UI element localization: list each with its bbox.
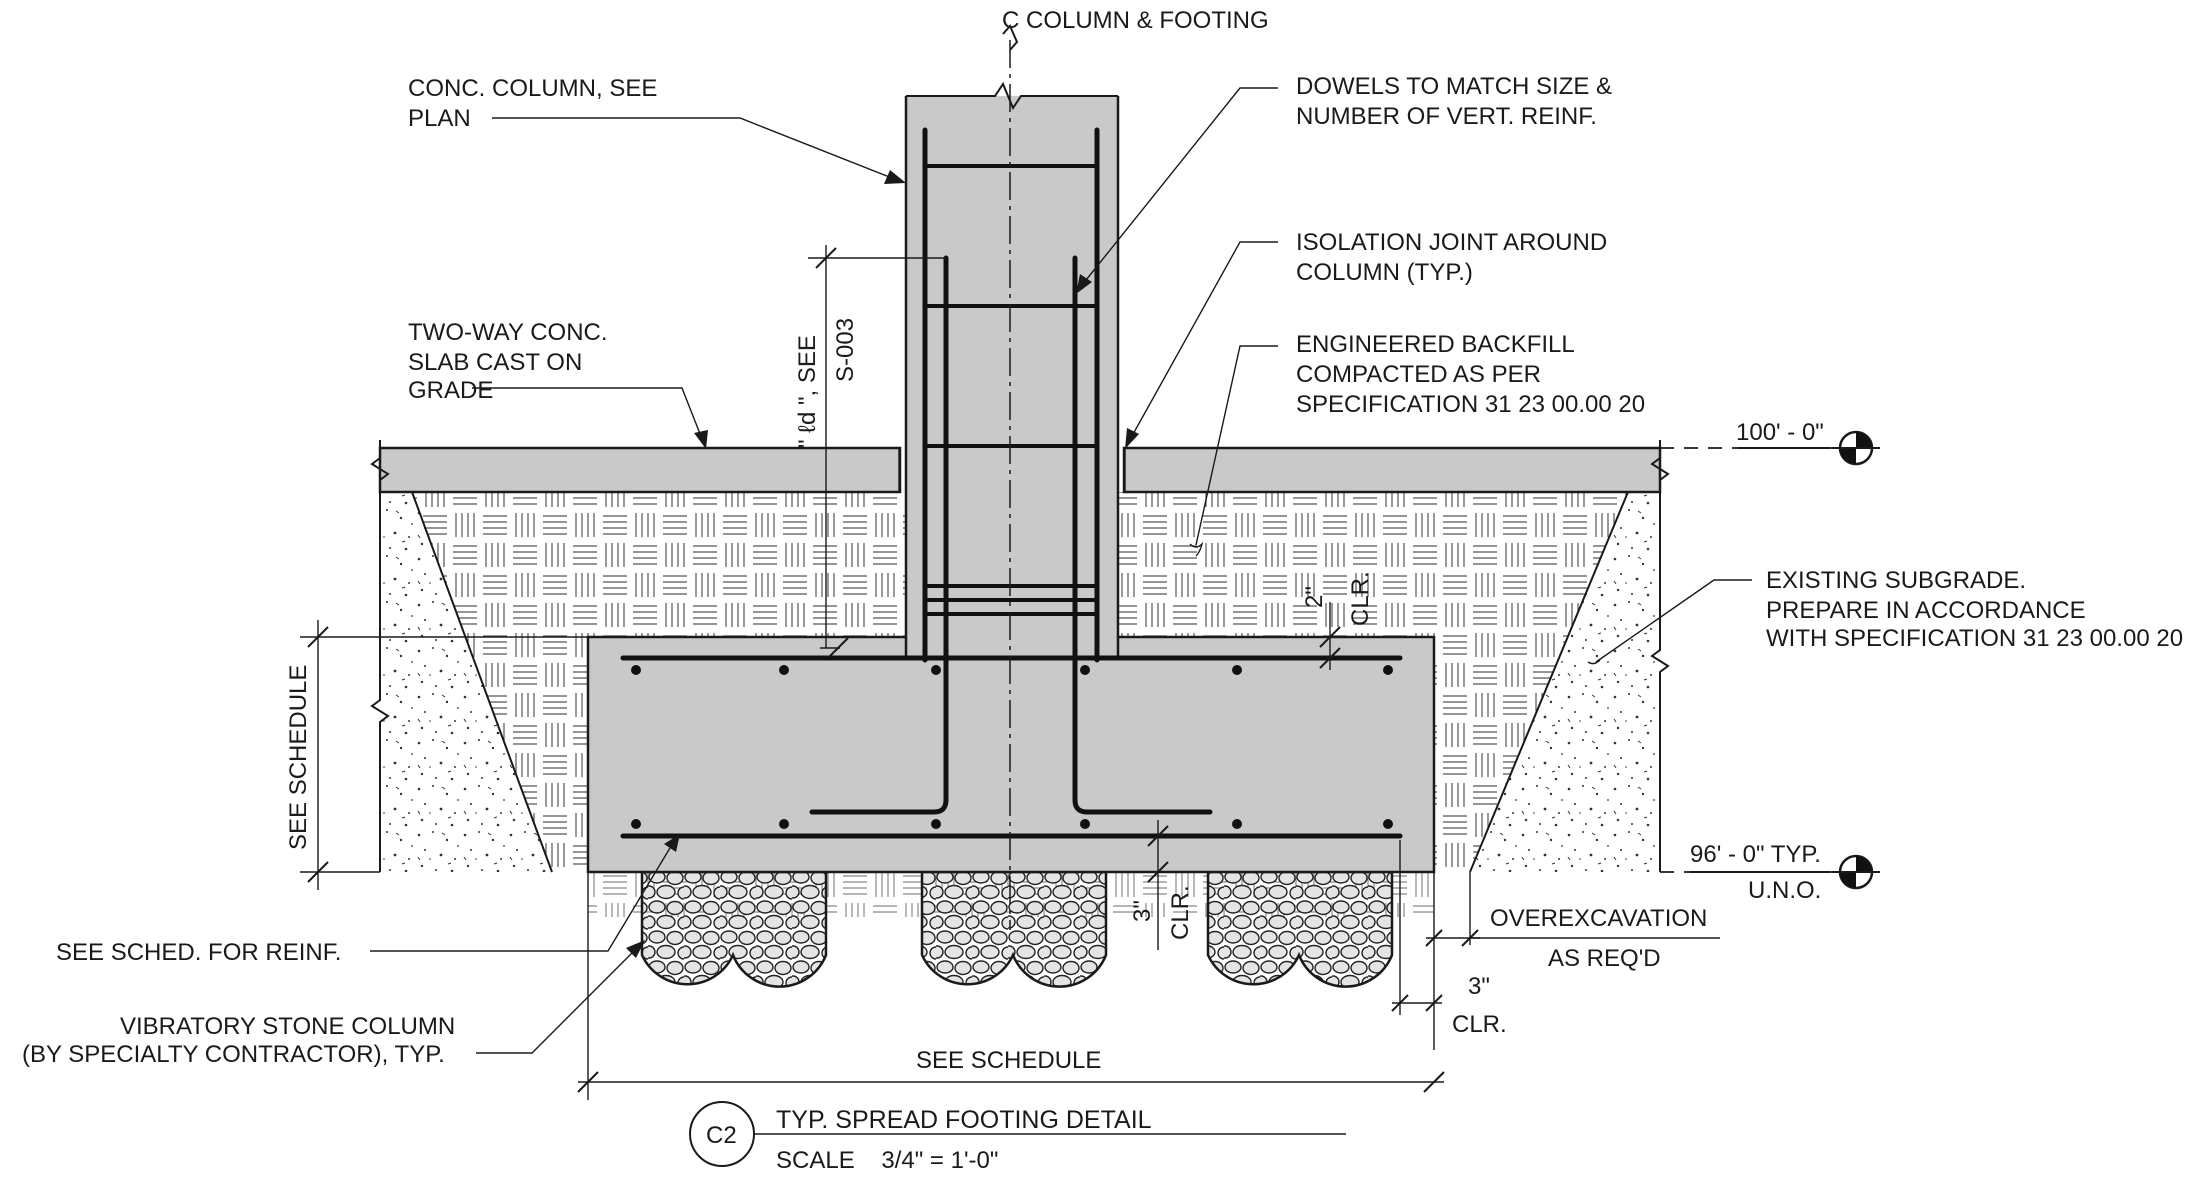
top-cover-clr-label: CLR.	[1347, 571, 1374, 626]
overexcavation-label-2: AS REQ'D	[1548, 945, 1661, 972]
stone-column-label-2: (BY SPECIALTY CONTRACTOR), TYP.	[22, 1041, 445, 1068]
slab-label-3: GRADE	[408, 377, 493, 404]
detail-scale: SCALE 3/4" = 1'-0"	[776, 1147, 998, 1174]
soil-break-left	[370, 500, 390, 872]
stone-column-middle	[920, 870, 1108, 988]
elevation-bottom-label-2: U.N.O.	[1748, 877, 1821, 904]
detail-title: TYP. SPREAD FOOTING DETAIL	[776, 1106, 1152, 1134]
slab-on-grade-left	[378, 446, 902, 494]
column-break-line	[906, 81, 1118, 111]
leader-stone-column	[476, 940, 645, 1054]
right-subgrade-speckle	[1470, 492, 1660, 872]
dowels-label-1: DOWELS TO MATCH SIZE &	[1296, 73, 1612, 100]
slab-label-1: TWO-WAY CONC.	[408, 319, 608, 346]
column-vertical-bars	[922, 127, 1100, 663]
left-subgrade-speckle	[380, 492, 552, 872]
backfill-label-2: COMPACTED AS PER	[1296, 361, 1541, 388]
top-cover-dimension-value: 2"	[1301, 586, 1328, 608]
slab-break-left	[370, 440, 390, 500]
detail-tag: C2	[706, 1122, 737, 1149]
top-cover-dimension	[1319, 602, 1341, 670]
slab-break-right	[1650, 440, 1670, 500]
footing-top-bar-dots	[631, 665, 1393, 675]
slab-on-grade-right	[1122, 446, 1662, 494]
bottom-cover-dimension-value: 3"	[1129, 900, 1156, 922]
isolation-label-2: COLUMN (TYP.)	[1296, 259, 1473, 286]
width-see-schedule-label: SEE SCHEDULE	[916, 1047, 1101, 1074]
dowel-left	[809, 255, 949, 815]
subgrade-label-2: PREPARE IN ACCORDANCE	[1766, 597, 2086, 624]
side-cover-dimension-value: 3"	[1468, 973, 1490, 1000]
soil-break-right	[1650, 500, 1670, 872]
development-length-dimension	[808, 245, 946, 659]
backfill-label-3: SPECIFICATION 31 23 00.00 20	[1296, 391, 1645, 418]
elevation-marker-bottom	[1832, 854, 1880, 890]
bottom-cover-clr-label: CLR.	[1167, 885, 1194, 940]
overexcavation-dimension	[1425, 872, 1720, 1050]
leader-dowels	[1076, 87, 1278, 294]
side-cover-clr-label: CLR.	[1452, 1011, 1507, 1038]
stone-column-right	[1206, 870, 1394, 988]
ld-label-2: S-003	[832, 318, 859, 382]
column-ties	[925, 164, 1097, 616]
conc-column-label-1: CONC. COLUMN, SEE	[408, 75, 657, 102]
footing-width-dimension	[577, 872, 1445, 1100]
spread-footing	[586, 635, 1436, 874]
ld-label-1: " ℓd ", SEE	[794, 335, 821, 448]
subgrade-label-3: WITH SPECIFICATION 31 23 00.00 20	[1766, 625, 2183, 652]
leader-isolation-joint	[1125, 241, 1278, 449]
footing-bottom-bar-dots	[631, 819, 1393, 829]
leader-see-sched-reinf	[370, 834, 680, 952]
left-excavation-slope-line	[411, 491, 553, 873]
depth-see-schedule-label: SEE SCHEDULE	[285, 665, 312, 850]
stone-column-label-1: VIBRATORY STONE COLUMN	[120, 1013, 455, 1040]
elevation-marker-top	[1832, 430, 1880, 466]
centerline-break	[1002, 24, 1019, 51]
elevation-bottom-label-1: 96' - 0" TYP.	[1690, 841, 1821, 868]
conc-column-label-2: PLAN	[408, 105, 471, 132]
see-sched-reinf-label: SEE SCHED. FOR REINF.	[56, 939, 341, 966]
isolation-label-1: ISOLATION JOINT AROUND	[1296, 229, 1607, 256]
right-excavation-slope-line	[1469, 491, 1629, 873]
dowels-label-2: NUMBER OF VERT. REINF.	[1296, 103, 1597, 130]
overexcavation-label-1: OVEREXCAVATION	[1490, 905, 1707, 932]
leader-subgrade	[1587, 579, 1752, 665]
backfill-label-1: ENGINEERED BACKFILL	[1296, 331, 1575, 358]
bottom-cover-dimension	[1147, 820, 1169, 950]
concrete-column	[906, 96, 1118, 641]
elevation-top-label: 100' - 0"	[1736, 419, 1824, 446]
leader-slab	[472, 387, 708, 449]
stone-column-left	[640, 870, 828, 988]
dowel-right	[1072, 255, 1213, 815]
footing-depth-dimension	[300, 620, 588, 890]
subgrade-label-1: EXISTING SUBGRADE.	[1766, 567, 2026, 594]
leader-backfill	[1189, 345, 1278, 557]
slab-label-2: SLAB CAST ON	[408, 349, 582, 376]
side-cover-dimension	[1391, 840, 1443, 1015]
leader-conc-column	[492, 117, 906, 184]
detail-title-block	[689, 1101, 1346, 1167]
column-centerline-label: C COLUMN & FOOTING	[1002, 7, 1269, 34]
